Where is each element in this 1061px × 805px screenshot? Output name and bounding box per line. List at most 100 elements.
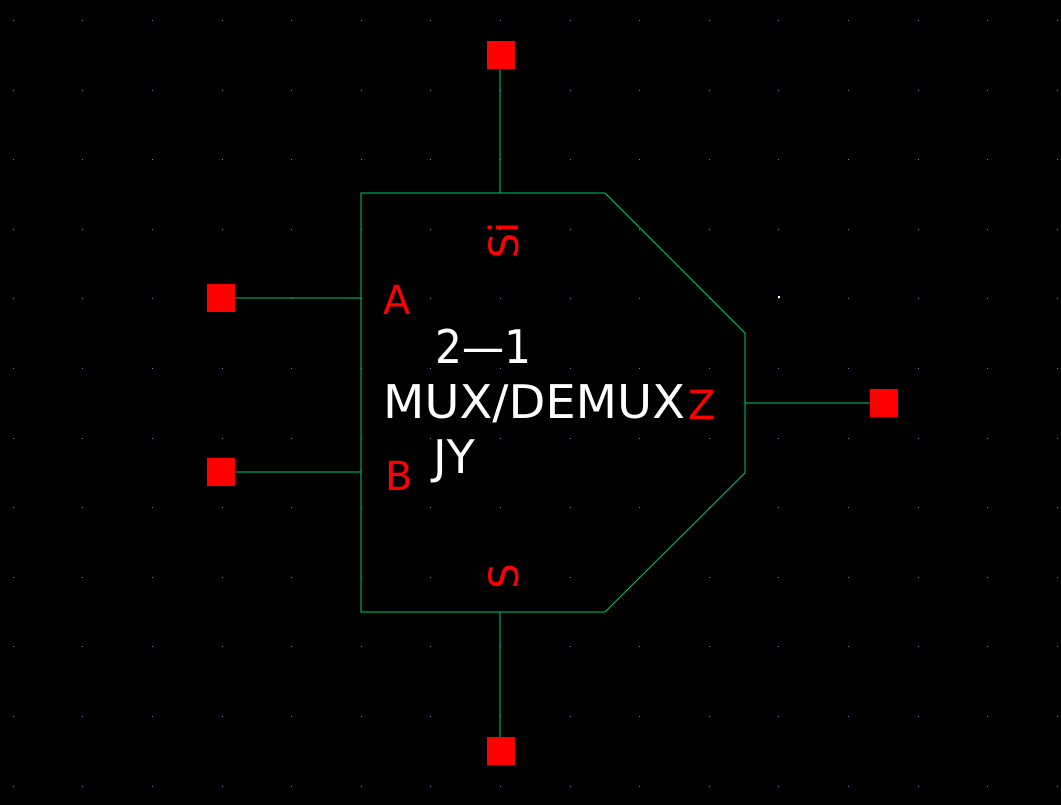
- grid-dot: [13, 20, 14, 21]
- grid-dot: [291, 229, 292, 230]
- grid-dot: [361, 786, 362, 787]
- grid-dot: [709, 368, 710, 369]
- grid-dot: [13, 507, 14, 508]
- grid-dot: [639, 20, 640, 21]
- grid-dot: [222, 646, 223, 647]
- grid-dot: [13, 298, 14, 299]
- grid-dot: [291, 716, 292, 717]
- grid-dot: [430, 90, 431, 91]
- grid-dot: [291, 786, 292, 787]
- grid-dot: [570, 90, 571, 91]
- grid-dot: [1057, 20, 1058, 21]
- grid-dot: [709, 438, 710, 439]
- grid-dot: [430, 786, 431, 787]
- grid-dot: [82, 646, 83, 647]
- grid-dot: [987, 577, 988, 578]
- grid-dot: [82, 577, 83, 578]
- grid-dot: [987, 786, 988, 787]
- grid-dot: [987, 646, 988, 647]
- grid-dot: [778, 90, 779, 91]
- pin-a[interactable]: [207, 284, 235, 312]
- grid-dot: [848, 438, 849, 439]
- grid-dot: [152, 646, 153, 647]
- grid-dot: [152, 438, 153, 439]
- grid-dot: [778, 229, 779, 230]
- pin-label-b: B: [385, 454, 412, 500]
- grid-dot: [361, 716, 362, 717]
- symbol-outline[interactable]: [360, 192, 746, 613]
- grid-dot: [778, 577, 779, 578]
- grid-dot: [848, 577, 849, 578]
- grid-dot: [709, 507, 710, 508]
- grid-dot: [13, 90, 14, 91]
- grid-dot: [500, 368, 501, 369]
- grid-dot: [152, 90, 153, 91]
- grid-dot: [709, 646, 710, 647]
- grid-dot: [430, 646, 431, 647]
- grid-dot: [222, 90, 223, 91]
- grid-dot: [1057, 159, 1058, 160]
- grid-dot: [1057, 577, 1058, 578]
- pin-b[interactable]: [207, 458, 235, 486]
- grid-dot: [987, 159, 988, 160]
- grid-dot: [291, 438, 292, 439]
- grid-dot: [987, 20, 988, 21]
- grid-dot: [987, 716, 988, 717]
- grid-dot: [430, 229, 431, 230]
- grid-dot: [152, 159, 153, 160]
- pin-s[interactable]: [487, 737, 515, 765]
- grid-dot: [430, 298, 431, 299]
- grid-dot: [82, 298, 83, 299]
- grid-dot: [570, 159, 571, 160]
- grid-dot: [500, 298, 501, 299]
- grid-dot: [918, 786, 919, 787]
- grid-dot: [987, 438, 988, 439]
- grid-dot: [361, 90, 362, 91]
- grid-dot: [987, 507, 988, 508]
- grid-dot: [918, 507, 919, 508]
- grid-dot: [430, 159, 431, 160]
- grid-dot: [987, 298, 988, 299]
- grid-dot: [987, 368, 988, 369]
- grid-dot: [918, 90, 919, 91]
- grid-dot: [848, 786, 849, 787]
- grid-dot: [500, 577, 501, 578]
- grid-dot: [222, 577, 223, 578]
- grid-dot: [918, 646, 919, 647]
- grid-dot: [13, 159, 14, 160]
- grid-dot: [1057, 716, 1058, 717]
- grid-dot: [222, 438, 223, 439]
- grid-dot: [291, 577, 292, 578]
- grid-dot: [361, 159, 362, 160]
- grid-dot: [222, 368, 223, 369]
- grid-dot: [1057, 507, 1058, 508]
- grid-dot: [152, 368, 153, 369]
- grid-dot: [222, 159, 223, 160]
- pin-label-a: A: [383, 278, 411, 324]
- grid-dot: [152, 20, 153, 21]
- grid-dot: [918, 716, 919, 717]
- grid-dot: [13, 229, 14, 230]
- grid-dot: [709, 577, 710, 578]
- grid-dot: [570, 20, 571, 21]
- grid-dot: [987, 229, 988, 230]
- grid-dot: [1057, 368, 1058, 369]
- grid-dot: [82, 716, 83, 717]
- grid-dot: [82, 20, 83, 21]
- grid-dot: [709, 90, 710, 91]
- pin-z[interactable]: [870, 389, 898, 417]
- grid-dot: [778, 159, 779, 160]
- grid-dot: [709, 229, 710, 230]
- grid-dot: [709, 159, 710, 160]
- grid-dot: [82, 229, 83, 230]
- grid-dot: [152, 716, 153, 717]
- pin-si[interactable]: [487, 41, 515, 69]
- grid-dot: [291, 507, 292, 508]
- grid-dot: [1057, 438, 1058, 439]
- grid-dot: [639, 646, 640, 647]
- grid-dot: [778, 368, 779, 369]
- grid-dot: [639, 786, 640, 787]
- grid-dot: [222, 20, 223, 21]
- grid-dot: [570, 786, 571, 787]
